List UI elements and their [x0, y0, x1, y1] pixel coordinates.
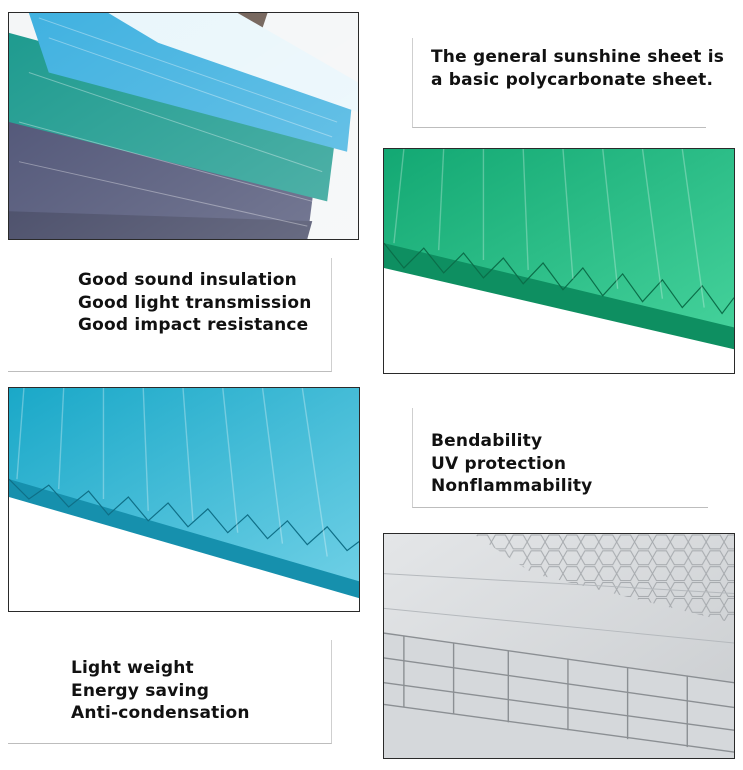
sound-insulation-text: Good sound insulation: [78, 270, 297, 290]
caption-properties-1: Good sound insulation Good light transmi…: [8, 258, 332, 372]
photo-blue-sheet: [8, 387, 360, 612]
photo-stacked-sheets: [8, 12, 359, 240]
light-transmission-text: Good light transmission: [78, 292, 312, 313]
photo-clear-multiwall-sheet: [383, 533, 735, 759]
caption-properties-3: Light weight Energy saving Anti-condensa…: [8, 640, 332, 744]
intro-line-2: a basic polycarbonate sheet.: [431, 69, 714, 90]
uv-protection-text: UV protection: [431, 453, 567, 474]
nonflammability-text: Nonflammability: [431, 476, 593, 496]
stacked-sheets-illustration: [9, 13, 358, 239]
photo-green-sheet: [383, 148, 735, 374]
intro-line-1: The general sunshine sheet is: [431, 47, 725, 67]
anti-condensation-text: Anti-condensation: [71, 703, 250, 723]
blue-sheet-illustration: [9, 388, 359, 611]
caption-properties-2: Bendability UV protection Nonflammabilit…: [412, 408, 708, 508]
impact-resistance-text: Good impact resistance: [78, 315, 309, 335]
energy-saving-text: Energy saving: [71, 680, 210, 701]
bendability-text: Bendability: [431, 431, 543, 451]
caption-intro: The general sunshine sheet is a basic po…: [412, 38, 725, 128]
clear-sheet-illustration: [384, 534, 734, 758]
green-sheet-illustration: [384, 149, 734, 373]
light-weight-text: Light weight: [71, 658, 194, 678]
